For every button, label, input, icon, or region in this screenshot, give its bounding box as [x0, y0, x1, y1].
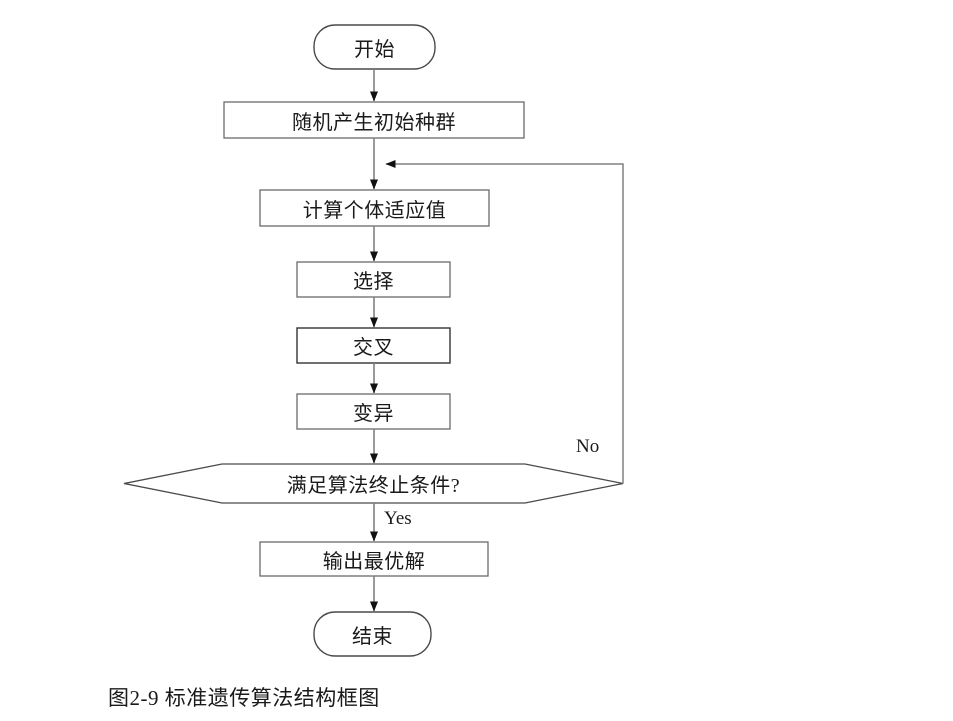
node-mutation-shape	[296, 393, 451, 430]
node-decision-shape	[123, 463, 624, 504]
node-init-shape	[223, 101, 525, 139]
edge-label-no: No	[576, 436, 600, 457]
node-end-shape	[313, 611, 432, 657]
node-output-shape	[259, 541, 489, 577]
node-fitness-shape	[259, 189, 490, 227]
edge-label-yes: Yes	[384, 508, 412, 529]
edge-decision-no-feedback	[385, 160, 624, 484]
node-start-shape	[313, 24, 436, 70]
node-crossover-shape	[296, 327, 451, 364]
node-selection-shape	[296, 261, 451, 298]
figure-caption: 图2-9 标准遗传算法结构框图	[108, 686, 380, 710]
